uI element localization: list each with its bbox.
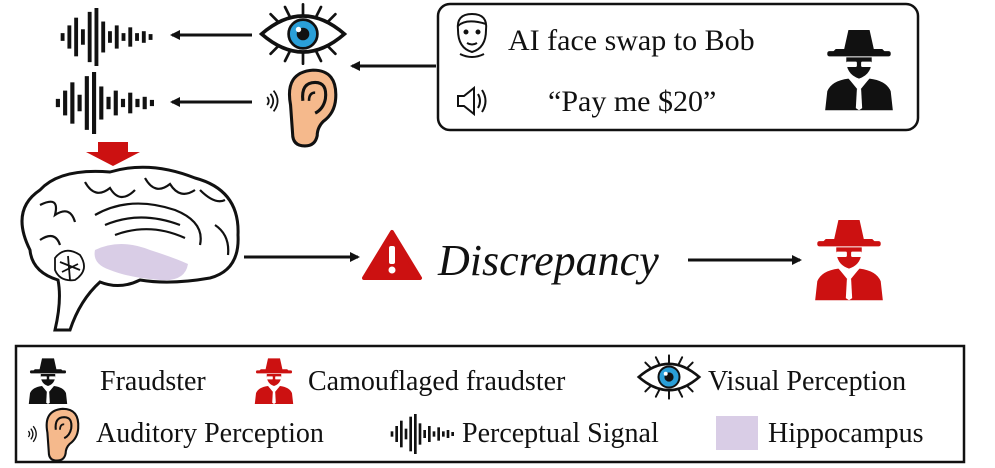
perceptual-signal-visual-waveform-icon [60, 8, 153, 66]
legend-box [14, 344, 966, 464]
hippocampus-region [94, 244, 188, 281]
discrepancy-label: Discrepancy [437, 236, 659, 285]
down-arrow-icon [86, 142, 140, 166]
face-icon [456, 12, 488, 58]
legend-signal-label: Perceptual Signal [462, 418, 659, 449]
legend-fraudster-label: Fraudster [100, 366, 206, 397]
brain-icon [20, 165, 240, 332]
legend-visual-label: Visual Perception [708, 366, 906, 397]
eye-icon [259, 2, 347, 66]
camouflaged-fraudster-icon [815, 219, 883, 301]
warning-icon [362, 230, 422, 280]
legend-hippocampus-label: Hippocampus [768, 418, 924, 449]
ear-icon [287, 68, 338, 148]
sound-wave-icon [266, 89, 279, 113]
legend-camouflaged-label: Camouflaged fraudster [308, 366, 566, 397]
legend-auditory-label: Auditory Perception [96, 418, 324, 449]
perceptual-signal-auditory-waveform-icon [55, 72, 155, 134]
scenario-box [436, 2, 920, 132]
legend-hippocampus-swatch [716, 416, 758, 450]
speaker-icon [457, 85, 487, 117]
voice-text: “Pay me $20” [548, 85, 716, 118]
face-swap-text: AI face swap to Bob [508, 24, 755, 57]
